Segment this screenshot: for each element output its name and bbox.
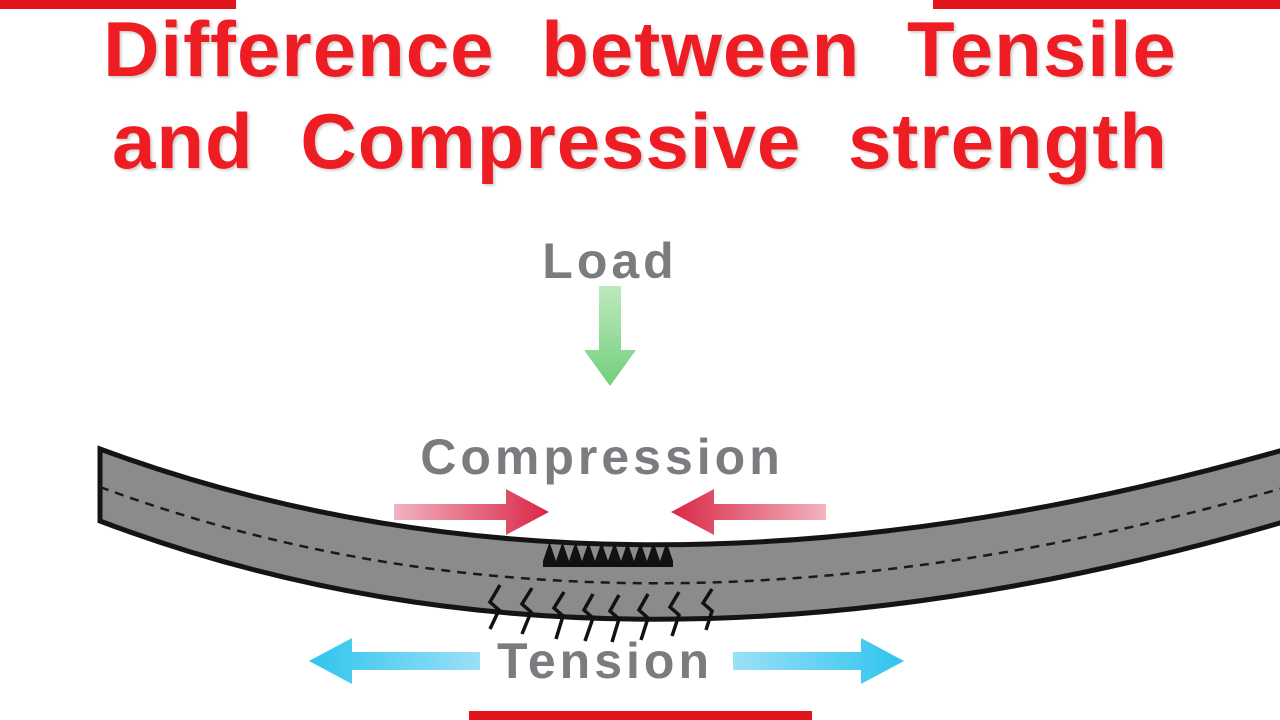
frame-fragment-top-left <box>0 0 236 9</box>
load-label: Load <box>542 233 678 289</box>
crack-marks <box>487 584 715 643</box>
compression-arrow-right-icon <box>671 489 826 535</box>
frame-fragment-bottom <box>469 711 812 720</box>
compression-label: Compression <box>420 429 784 485</box>
slide-title-line1: Difference between Tensile <box>103 5 1177 93</box>
beam-shape <box>97 445 1280 622</box>
tension-arrow-left-icon <box>309 638 480 684</box>
load-arrow-icon <box>584 286 636 386</box>
slide-title-line2: and Compressive strength <box>112 97 1168 185</box>
buckling-zigzag <box>543 542 673 567</box>
compression-arrow-left-icon <box>394 489 549 535</box>
beam-centerline <box>99 485 1280 585</box>
frame-fragment-top-right <box>933 0 1280 9</box>
tension-label: Tension <box>497 633 713 689</box>
tension-arrow-right-icon <box>733 638 904 684</box>
